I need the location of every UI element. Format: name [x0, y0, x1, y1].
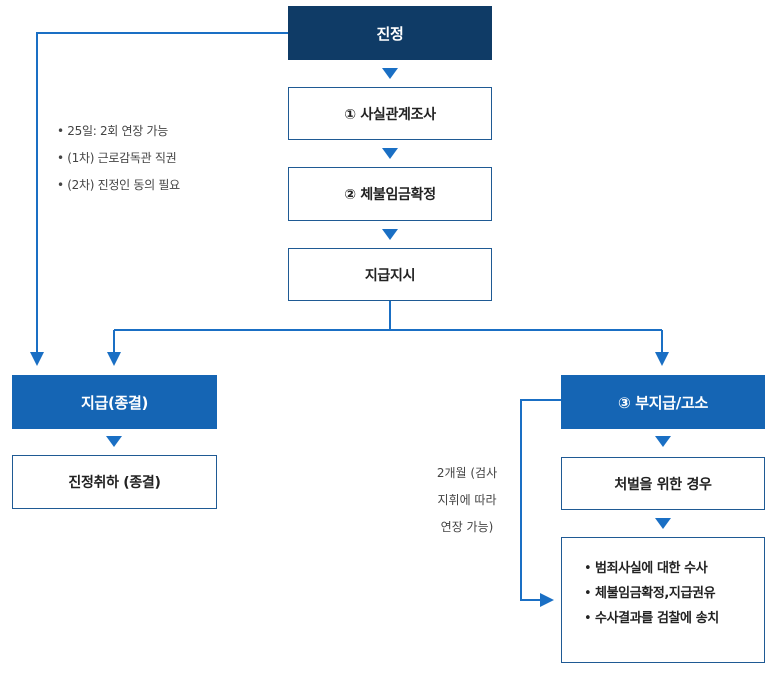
arrow-down-icon — [106, 436, 122, 447]
node-fact-investigation-label: ① 사실관계조사 — [344, 106, 436, 123]
connector-petition-to-paid — [36, 32, 288, 352]
arrow-down-icon — [382, 148, 398, 159]
arrowhead-split-right — [655, 352, 669, 366]
extension-notes: 25일: 2회 연장 가능 (1차) 근로감독관 직권 (2차) 진정인 동의 … — [57, 118, 180, 199]
arrow-down-icon — [382, 68, 398, 79]
node-withdrawal: 진정취하 (종결) — [12, 455, 217, 509]
extension-note: 25일: 2회 연장 가능 — [57, 118, 180, 145]
connector-unpaid-to-investigation — [520, 399, 561, 601]
node-paid-closed-label: 지급(종결) — [80, 393, 149, 412]
period-note-line: 연장 가능) — [440, 520, 494, 534]
node-fact-investigation: ① 사실관계조사 — [288, 87, 492, 140]
node-unpaid-complaint: ③ 부지급/고소 — [561, 375, 765, 429]
arrowhead-left-column — [30, 352, 44, 366]
arrowhead-split-left — [107, 352, 121, 366]
extension-note: (1차) 근로감독관 직권 — [57, 145, 180, 172]
node-petition: 진정 — [288, 6, 492, 60]
node-withdrawal-label: 진정취하 (종결) — [68, 475, 161, 491]
node-paid-closed: 지급(종결) — [12, 375, 217, 429]
node-payment-order: 지급지시 — [288, 248, 492, 301]
arrow-down-icon — [655, 518, 671, 529]
investigation-period-note: 2개월 (검사 지휘에 따라 연장 가능) — [422, 460, 512, 541]
arrowhead-investigation — [540, 593, 554, 607]
investigation-item: 수사결과를 검찰에 송치 — [584, 606, 764, 631]
extension-note: (2차) 진정인 동의 필요 — [57, 172, 180, 199]
node-petition-label: 진정 — [376, 24, 404, 43]
node-criminal-investigation: 범죄사실에 대한 수사 체불임금확정,지급권유 수사결과를 검찰에 송치 — [561, 537, 765, 663]
arrow-down-icon — [382, 229, 398, 240]
investigation-item: 체불임금확정,지급권유 — [584, 581, 764, 606]
node-payment-order-label: 지급지시 — [364, 267, 416, 284]
investigation-item: 범죄사실에 대한 수사 — [584, 556, 764, 581]
period-note-line: 2개월 (검사 — [436, 466, 498, 480]
node-wage-confirmation: ② 체불임금확정 — [288, 167, 492, 221]
node-punishment-case-label: 처벌을 위한 경우 — [614, 476, 712, 493]
node-unpaid-complaint-label: ③ 부지급/고소 — [617, 393, 708, 412]
arrow-down-icon — [655, 436, 671, 447]
node-wage-confirmation-label: ② 체불임금확정 — [344, 187, 436, 203]
period-note-line: 지휘에 따라 — [437, 493, 497, 507]
node-punishment-case: 처벌을 위한 경우 — [561, 457, 765, 510]
